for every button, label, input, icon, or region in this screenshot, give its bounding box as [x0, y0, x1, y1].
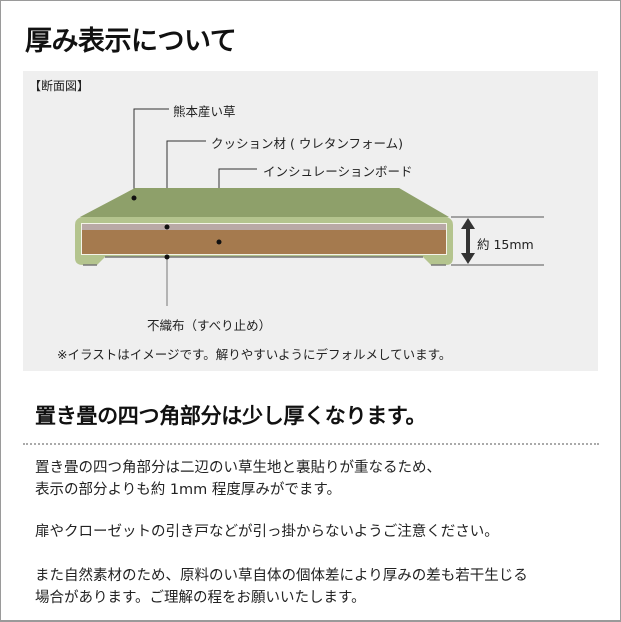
page-title: 厚み表示について — [25, 26, 237, 57]
tatami-illustration — [75, 188, 453, 266]
paragraph-line: 扉やクローゼットの引き戸などが引っ掛からないようご注意ください。 — [35, 524, 499, 540]
label-cushion: クッション材 ( ウレタンフォーム) — [211, 136, 403, 151]
label-thickness: 約 15mm — [477, 237, 534, 252]
panel-label: 【断面図】 — [29, 79, 90, 93]
paragraph-line: また自然素材のため、原料のい草自体の個体差により厚みの差も若干生じる — [35, 568, 528, 584]
dotted-divider — [23, 443, 599, 445]
section-heading: 置き畳の四つ角部分は少し厚くなります。 — [35, 404, 427, 428]
label-board: インシュレーションボード — [263, 164, 413, 179]
paragraph-line: 表示の部分よりも約 1mm 程度厚みがでます。 — [35, 482, 341, 498]
thickness-indicator — [451, 216, 544, 266]
illustration-note: ※イラストはイメージです。解りやすいようにデフォルメしています。 — [57, 347, 452, 362]
paragraph-line: 置き畳の四つ角部分は二辺のい草生地と裏貼りが重なるため、 — [35, 460, 441, 476]
label-igusa: 熊本産い草 — [173, 104, 236, 119]
paragraph-line: 場合があります。ご理解の程をお願いいたします。 — [35, 590, 366, 606]
label-nonwoven: 不織布（すべり止め） — [147, 318, 272, 333]
